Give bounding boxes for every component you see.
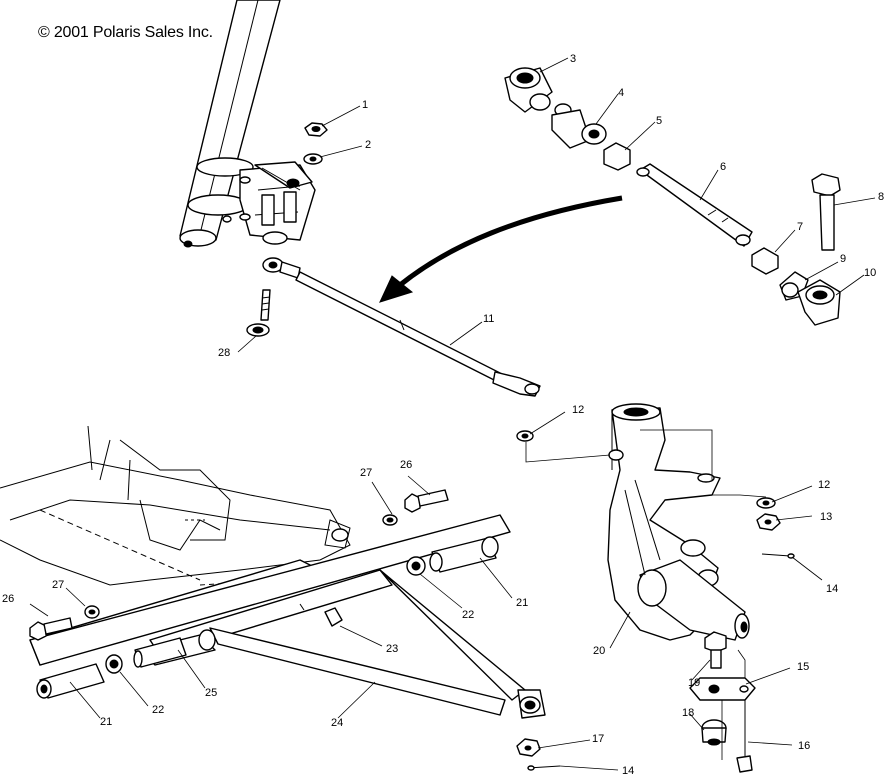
bushing-21-left	[36, 663, 105, 699]
callout-12-upper: 12	[572, 404, 584, 416]
bolt-28	[246, 289, 271, 337]
nut-13	[756, 513, 781, 531]
bolt-8	[811, 173, 841, 251]
bolt-26-left	[29, 617, 73, 641]
callout-8: 8	[878, 191, 884, 203]
frame-section	[0, 425, 361, 586]
bushing-21-right	[429, 536, 499, 573]
nut-1	[304, 122, 328, 137]
callout-28: 28	[218, 347, 230, 359]
callout-3: 3	[570, 53, 576, 65]
rod-end-3	[504, 67, 553, 113]
cotter-pin-14-lower	[527, 765, 561, 771]
callout-24: 24	[331, 717, 343, 729]
callout-22-left: 22	[152, 704, 164, 716]
callout-labels: 1 2 3 4 5 6 7 8 9 10 11 12 12 13 14 14 1…	[2, 53, 884, 776]
callout-21-right: 21	[516, 597, 528, 609]
direction-arrow	[379, 195, 623, 303]
a-arm-24	[29, 514, 546, 719]
nut-7	[751, 247, 779, 275]
callout-14-upper: 14	[826, 583, 838, 595]
callout-11: 11	[483, 313, 494, 325]
nut-5	[603, 142, 631, 171]
callout-13: 13	[820, 511, 832, 523]
spindle-20	[607, 403, 750, 641]
washer-12-lower	[756, 497, 776, 509]
plate-15	[689, 677, 756, 701]
bolt-16	[736, 700, 753, 773]
copyright-notice: © 2001 Polaris Sales Inc.	[38, 24, 213, 41]
washer-22-right	[406, 556, 426, 576]
steering-post	[179, 0, 316, 248]
callout-16: 16	[798, 740, 810, 752]
callout-4: 4	[618, 87, 624, 99]
ball-joint-18	[701, 719, 727, 746]
washer-12-upper	[516, 430, 534, 442]
callout-23: 23	[386, 643, 398, 655]
callout-9: 9	[840, 253, 846, 265]
jam-nut-4	[551, 103, 607, 149]
callout-5: 5	[656, 115, 662, 127]
callout-19: 19	[688, 677, 700, 689]
callout-26-left: 26	[2, 593, 14, 605]
callout-15: 15	[797, 661, 809, 673]
callout-27-right: 27	[360, 467, 372, 479]
callout-7: 7	[797, 221, 803, 233]
callout-26-right: 26	[400, 459, 412, 471]
callout-27-left: 27	[52, 579, 64, 591]
washer-27-right	[382, 514, 398, 526]
callout-20: 20	[593, 645, 605, 657]
pipe-25	[133, 637, 187, 668]
washer-27-left	[84, 605, 100, 619]
callout-14-lower: 14	[622, 765, 634, 776]
callout-10: 10	[864, 267, 876, 279]
callout-22-right: 22	[462, 609, 474, 621]
nut-17	[516, 738, 541, 757]
washer-2	[303, 153, 323, 165]
callout-12-lower: 12	[818, 479, 830, 491]
rod-end-10	[797, 279, 841, 326]
callout-6: 6	[720, 161, 726, 173]
washer-22-left	[105, 654, 123, 674]
callout-21-left: 21	[100, 716, 112, 728]
cotter-pin-14-upper	[761, 553, 795, 559]
callout-1: 1	[362, 99, 368, 111]
callout-18: 18	[682, 707, 694, 719]
bolt-19	[704, 631, 727, 669]
bolt-26-right	[404, 489, 449, 513]
callout-25: 25	[205, 687, 217, 699]
callout-17: 17	[592, 733, 604, 745]
tube-6	[636, 163, 753, 247]
leader-lines	[29, 57, 876, 771]
callout-2: 2	[365, 139, 371, 151]
tie-rod-11	[262, 257, 541, 397]
